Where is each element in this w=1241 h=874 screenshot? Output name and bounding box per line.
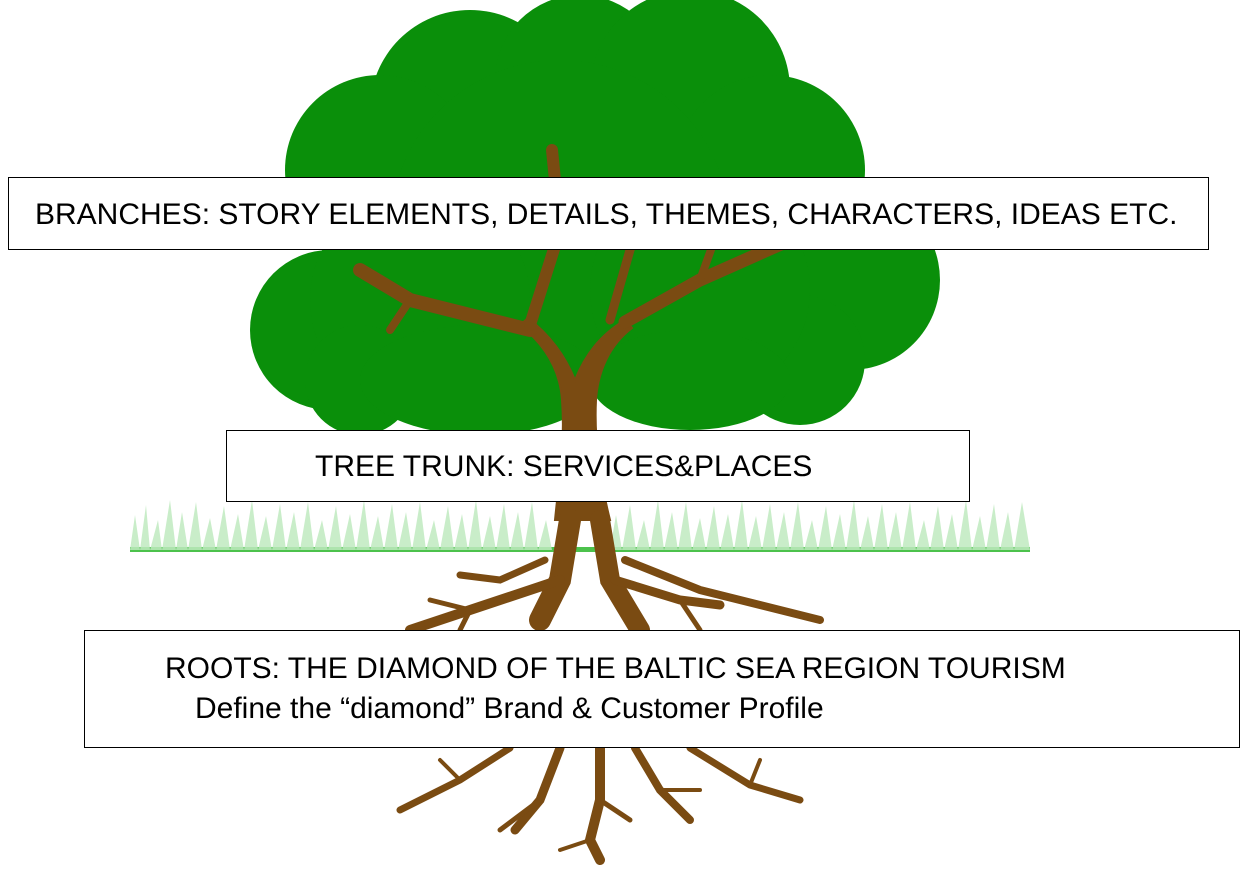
tree-roots-lower xyxy=(396,743,804,865)
grass-band xyxy=(130,500,1030,552)
roots-label-title: ROOTS: THE DIAMOND OF THE BALTIC SEA REG… xyxy=(165,652,1066,685)
branches-label: BRANCHES: STORY ELEMENTS, DETAILS, THEME… xyxy=(35,198,1178,231)
roots-label-subtitle: Define the “diamond” Brand & Customer Pr… xyxy=(195,692,824,725)
branches-label-box: BRANCHES: STORY ELEMENTS, DETAILS, THEME… xyxy=(8,177,1209,250)
roots-label-box: ROOTS: THE DIAMOND OF THE BALTIC SEA REG… xyxy=(84,630,1240,748)
trunk-label-box: TREE TRUNK: SERVICES&PLACES xyxy=(226,430,970,502)
tree-roots-upper xyxy=(405,509,824,640)
trunk-label: TREE TRUNK: SERVICES&PLACES xyxy=(315,450,813,483)
